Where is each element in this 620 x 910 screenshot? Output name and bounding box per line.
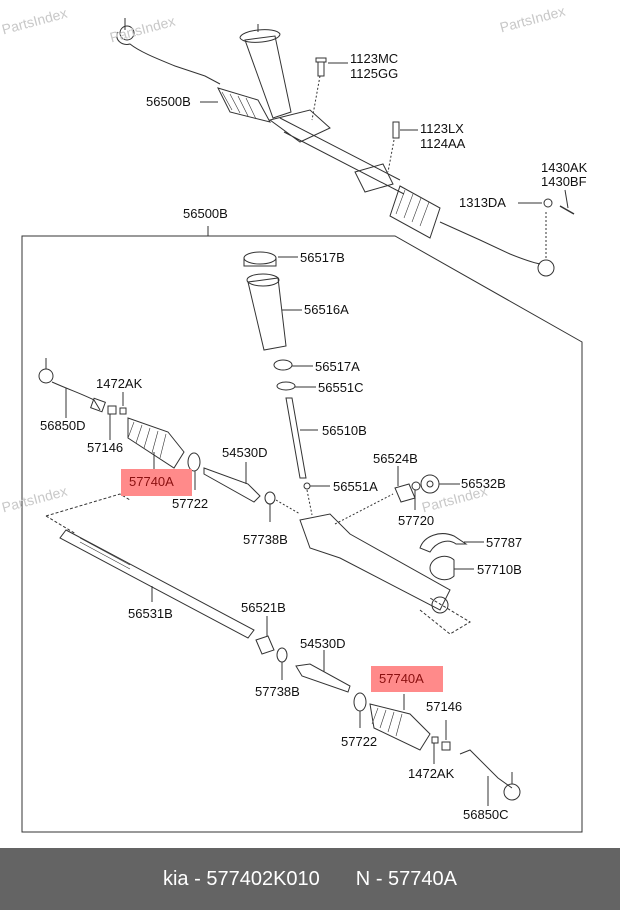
clip-left-drawing — [187, 452, 201, 472]
top-boot-left — [217, 87, 271, 123]
part-label[interactable]: 56850C — [463, 807, 509, 822]
part-label[interactable]: 1430BF — [541, 174, 587, 189]
highlighted-part[interactable]: 57740A — [121, 469, 192, 496]
cap-top-drawing — [243, 251, 277, 265]
part-label[interactable]: 1123LX — [420, 121, 464, 136]
ring-left-drawing — [264, 491, 276, 505]
part-label[interactable]: 57720 — [398, 513, 435, 528]
bracket-drawing — [419, 533, 468, 553]
rack-drawing — [59, 529, 255, 639]
nut-right-drawing — [441, 741, 451, 751]
part-label[interactable]: 1123MC — [350, 51, 399, 66]
part-label[interactable]: 57146 — [87, 440, 124, 455]
part-label[interactable]: 1430AK — [541, 160, 588, 175]
part-label[interactable]: 1472AK — [408, 766, 455, 781]
ring-right-drawing — [276, 647, 288, 663]
part-label[interactable]: 57146 — [426, 699, 463, 714]
part-label[interactable]: 56510B — [322, 423, 367, 438]
part-info-footer: kia - 577402K010 N - 57740A — [0, 848, 620, 910]
part-label[interactable]: 56524B — [373, 451, 418, 466]
boot-right-drawing — [369, 703, 431, 751]
bushing-drawing — [429, 555, 455, 581]
seal-c-drawing — [276, 381, 296, 391]
part-label-highlighted: 57740A — [379, 671, 424, 686]
part-label[interactable]: 56500B — [146, 94, 191, 109]
part-label[interactable]: 1125GG — [350, 66, 399, 81]
tie-end-left-drawing — [38, 368, 54, 384]
part-label[interactable]: 57738B — [243, 532, 288, 547]
bolt-a — [315, 57, 327, 77]
position-code: 57740A — [388, 867, 458, 890]
part-label[interactable]: 56531B — [128, 606, 173, 621]
part-label[interactable]: 57787 — [486, 535, 523, 550]
housing-drawing — [247, 277, 287, 351]
parts-diagram: PartsIndex PartsIndex PartsIndex PartsIn… — [0, 3, 588, 833]
inner-rod-left-drawing — [203, 467, 261, 503]
top-housing — [239, 29, 292, 119]
clip-right-drawing — [353, 692, 367, 712]
part-label[interactable]: 57722 — [341, 734, 378, 749]
gear-housing-drawing — [299, 513, 451, 611]
nut-left-drawing — [107, 405, 117, 415]
top-tie-rod-right — [439, 221, 541, 265]
part-label[interactable]: 56551A — [333, 479, 378, 494]
diagram-drawing — [21, 18, 583, 833]
inner-rod-right-drawing — [295, 663, 351, 693]
part-label[interactable]: 57738B — [255, 684, 300, 699]
part-number: 577402K010 — [206, 867, 320, 890]
part-label[interactable]: 56516A — [304, 302, 349, 317]
separator: - — [375, 867, 383, 890]
part-label[interactable]: 56517A — [315, 359, 360, 374]
cap-low-drawing — [273, 359, 293, 371]
top-tie-rod-left — [116, 18, 221, 85]
part-label[interactable]: 56521B — [241, 600, 286, 615]
part-label[interactable]: 54530D — [300, 636, 346, 651]
bolt-b — [392, 121, 400, 139]
part-label[interactable]: 1124AA — [420, 136, 466, 151]
part-label-highlighted: 57740A — [129, 474, 174, 489]
group-frame — [21, 226, 583, 833]
ring-gear-drawing — [255, 635, 275, 655]
part-label[interactable]: 57710B — [477, 562, 522, 577]
part-label[interactable]: 56850D — [40, 418, 86, 433]
tie-end-right-drawing — [459, 749, 513, 789]
brand-name: kia — [162, 867, 189, 890]
top-boot-right — [389, 185, 441, 239]
plug-drawing — [420, 474, 440, 494]
highlighted-part[interactable]: 57740A — [371, 666, 443, 692]
part-label[interactable]: 56517B — [300, 250, 345, 265]
part-label[interactable]: 57722 — [172, 496, 209, 511]
part-label[interactable]: 56551C — [318, 380, 364, 395]
part-label[interactable]: 56532B — [461, 476, 506, 491]
separator: - — [194, 867, 201, 890]
boot-left-drawing — [127, 417, 185, 469]
part-label[interactable]: 54530D — [222, 445, 268, 460]
part-label[interactable]: 56500B — [183, 206, 228, 221]
position-prefix: N — [355, 867, 371, 890]
pinion-drawing — [285, 397, 307, 479]
part-label[interactable]: 1472AK — [96, 376, 143, 391]
top-mount-right — [354, 163, 394, 193]
top-rack-tube — [268, 109, 405, 195]
part-label[interactable]: 1313DA — [459, 195, 506, 210]
